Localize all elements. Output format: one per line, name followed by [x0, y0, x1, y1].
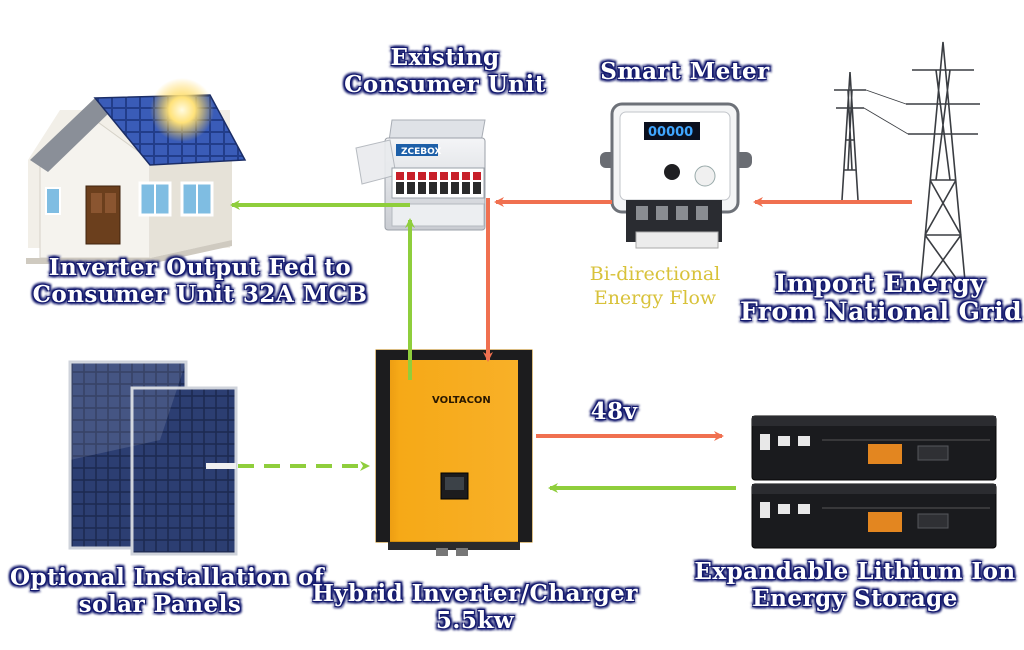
label-voltage: 48v	[590, 398, 638, 425]
sun-glare	[150, 78, 214, 142]
consumer-unit-illustration: ZCEBOX	[355, 119, 486, 231]
power-pylons-illustration	[834, 41, 980, 293]
flow-arrows	[230, 197, 912, 493]
house-illustration	[26, 78, 247, 264]
lithium-battery-stack-illustration	[751, 415, 997, 549]
consumer-unit-brand: ZCEBOX	[401, 147, 441, 157]
label-inverter-output: Inverter Output Fed to Consumer Unit 32A…	[32, 254, 368, 308]
smart-meter-illustration: 00000	[600, 102, 752, 249]
label-smart-meter: Smart Meter	[600, 58, 770, 85]
label-import-energy: Import Energy From National Grid	[740, 269, 1023, 326]
label-bidirectional: Bi-directional Energy Flow	[589, 263, 721, 309]
label-hybrid-inverter: Hybrid Inverter/Charger 5.5kw	[312, 580, 638, 634]
solar-panels-illustration	[68, 360, 238, 556]
hybrid-inverter-illustration: VOLTACON	[375, 349, 533, 556]
meter-reading: 00000	[648, 125, 693, 140]
label-solar-panels: Optional Installation of solar Panels	[10, 564, 325, 618]
label-lithium-storage: Expandable Lithium Ion Energy Storage	[694, 558, 1016, 612]
label-consumer-unit: Existing Consumer Unit	[344, 44, 546, 98]
inverter-brand: VOLTACON	[432, 395, 491, 406]
